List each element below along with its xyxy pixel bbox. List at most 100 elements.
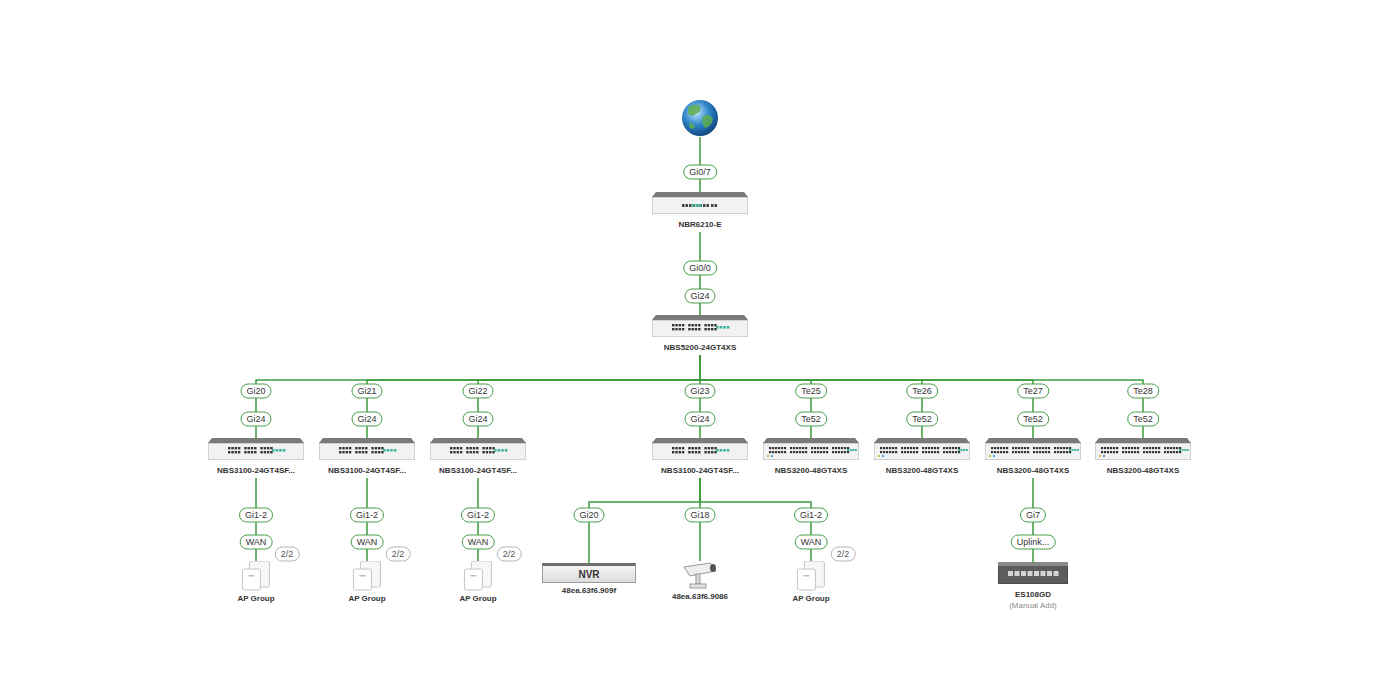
device-name: NBS3200-48GT4XS xyxy=(997,466,1069,476)
device-name: NBS3100-24GT4SF... xyxy=(328,466,406,476)
port-label: Gi23 xyxy=(684,384,715,399)
port-label: Gi18 xyxy=(684,508,715,523)
device-icon xyxy=(680,561,720,589)
device-node: NBS3200-48GT4XS xyxy=(874,438,970,476)
port-label: Gi20 xyxy=(240,384,271,399)
port-label: Gi24 xyxy=(684,289,715,304)
port-label: Te26 xyxy=(906,384,938,399)
device-name: NVR xyxy=(578,569,599,580)
device-icon xyxy=(794,561,828,591)
device-icon xyxy=(985,438,1081,460)
device-node: 48ea.63f6.9086 xyxy=(672,561,728,602)
device-name: AP Group xyxy=(459,594,496,604)
device-name: ES108GD xyxy=(1015,590,1051,600)
sw24-icon xyxy=(652,438,748,460)
count-badge: 2/2 xyxy=(275,547,300,562)
port-label: Te52 xyxy=(795,412,827,427)
port-label: Gi1-2 xyxy=(794,508,828,523)
port-label: Te28 xyxy=(1127,384,1159,399)
device-name: NBS3100-24GT4SF... xyxy=(661,466,739,476)
ap-icon xyxy=(350,561,384,591)
device-icon xyxy=(430,438,526,460)
link-line xyxy=(478,355,700,438)
sw48-icon xyxy=(763,438,859,460)
device-icon xyxy=(874,438,970,460)
device-node: NBS5200-24GT4XS xyxy=(652,315,748,353)
sw48-icon xyxy=(985,438,1081,460)
count-badge: 2/2 xyxy=(386,547,411,562)
device-icon xyxy=(350,561,384,591)
device-icon xyxy=(208,438,304,460)
port-label: Gi0/7 xyxy=(683,165,717,180)
device-node: NBS3200-48GT4XS xyxy=(1095,438,1191,476)
port-label: Gi24 xyxy=(240,412,271,427)
port-label: Gi22 xyxy=(462,384,493,399)
port-label: Te52 xyxy=(906,412,938,427)
device-icon xyxy=(998,562,1068,584)
device-node: NBR6210-E xyxy=(652,192,748,230)
port-label: WAN xyxy=(240,535,273,550)
link-line xyxy=(700,478,811,561)
port-label: Gi24 xyxy=(684,412,715,427)
port-label: Gi1-2 xyxy=(461,508,495,523)
port-label: Gi1-2 xyxy=(239,508,273,523)
device-note: (Manual Add) xyxy=(1009,601,1057,611)
sw24-icon xyxy=(319,438,415,460)
link-line xyxy=(700,355,1033,438)
link-line xyxy=(367,355,700,438)
port-label: Te27 xyxy=(1017,384,1049,399)
link-line xyxy=(589,478,700,563)
port-label: Te52 xyxy=(1127,412,1159,427)
device-icon xyxy=(652,438,748,460)
count-badge: 2/2 xyxy=(497,547,522,562)
device-node: ES108GD(Manual Add) xyxy=(998,562,1068,611)
device-node: AP Group xyxy=(459,561,496,604)
port-label: Gi0/0 xyxy=(683,261,717,276)
nvr-box: NVR xyxy=(542,563,636,583)
device-name: NBS5200-24GT4XS xyxy=(664,343,736,353)
es-icon xyxy=(998,562,1068,584)
link-line xyxy=(700,355,811,438)
device-icon xyxy=(461,561,495,591)
device-name: NBS3100-24GT4SF... xyxy=(217,466,295,476)
device-name: AP Group xyxy=(348,594,385,604)
device-icon xyxy=(652,315,748,337)
globe-land xyxy=(688,104,713,128)
port-label: Gi1-2 xyxy=(350,508,384,523)
device-node: NVR48ea.63f6.909f xyxy=(542,563,636,596)
port-label: Te25 xyxy=(795,384,827,399)
device-node: NBS3100-24GT4SF... xyxy=(652,438,748,476)
device-node: NBS3100-24GT4SF... xyxy=(319,438,415,476)
router-icon xyxy=(652,192,748,214)
device-node: NBS3200-48GT4XS xyxy=(985,438,1081,476)
port-label: Uplink... xyxy=(1011,535,1056,550)
link-line xyxy=(256,355,700,438)
device-name: NBS3100-24GT4SF... xyxy=(439,466,517,476)
ap-icon xyxy=(794,561,828,591)
port-label: Gi21 xyxy=(351,384,382,399)
device-name: NBS3200-48GT4XS xyxy=(886,466,958,476)
port-label: WAN xyxy=(795,535,828,550)
port-label: Gi20 xyxy=(573,508,604,523)
globe-icon xyxy=(682,100,718,136)
sw24-icon xyxy=(430,438,526,460)
device-icon xyxy=(763,438,859,460)
sw24-icon xyxy=(208,438,304,460)
link-line xyxy=(700,355,922,438)
device-name: 48ea.63f6.9086 xyxy=(672,592,728,602)
device-name: NBS3200-48GT4XS xyxy=(1107,466,1179,476)
device-node: NBS3200-48GT4XS xyxy=(763,438,859,476)
sw48-icon xyxy=(874,438,970,460)
link-line xyxy=(700,355,1143,438)
device-name: NBS3200-48GT4XS xyxy=(775,466,847,476)
sw48-icon xyxy=(1095,438,1191,460)
port-label: WAN xyxy=(462,535,495,550)
device-node: NBS3100-24GT4SF... xyxy=(430,438,526,476)
port-label: Gi24 xyxy=(462,412,493,427)
device-icon xyxy=(239,561,273,591)
device-node: AP Group xyxy=(237,561,274,604)
cam-icon xyxy=(680,561,720,589)
device-name: AP Group xyxy=(792,594,829,604)
sw24-icon xyxy=(652,315,748,337)
ap-icon xyxy=(461,561,495,591)
